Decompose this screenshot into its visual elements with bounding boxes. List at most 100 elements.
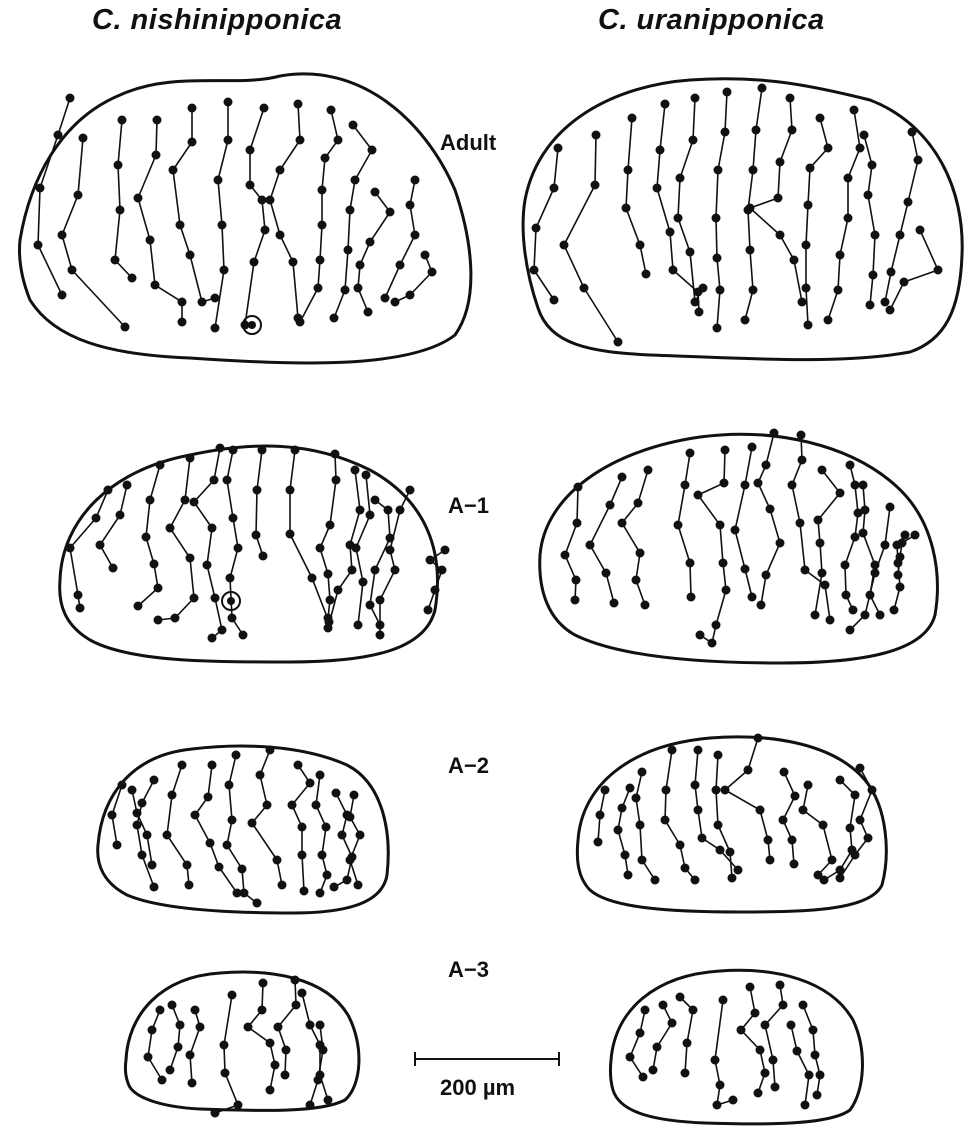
pore-row-line (590, 477, 622, 603)
pore-dot (779, 816, 788, 825)
pore-dot (128, 786, 137, 795)
pore-dot (638, 856, 647, 865)
pore-dot (286, 486, 295, 495)
pore-dot (66, 544, 75, 553)
pore-row-line (630, 1010, 645, 1077)
pore-dot (641, 601, 650, 610)
pore-dot (696, 631, 705, 640)
pore-dot (163, 831, 172, 840)
pore-dot (881, 541, 890, 550)
pore-dot (148, 1026, 157, 1035)
pore-dot (934, 266, 943, 275)
pore-dot (864, 834, 873, 843)
pore-dot (58, 231, 67, 240)
pore-dot (636, 549, 645, 558)
pore-dot (636, 821, 645, 830)
pore-dot (183, 861, 192, 870)
pore-dot (214, 176, 223, 185)
pore-row-line (653, 1005, 672, 1070)
pore-dot (118, 116, 127, 125)
pore-dot (662, 786, 671, 795)
pore-dot (221, 1069, 230, 1078)
pore-row-line (270, 104, 300, 318)
pore-dot (168, 791, 177, 800)
pore-dot (850, 106, 859, 115)
shell-outline-nishinipponica-a2 (92, 735, 397, 920)
pore-dot (788, 836, 797, 845)
pore-dot (571, 596, 580, 605)
pore-dot (366, 601, 375, 610)
pore-dot (719, 996, 728, 1005)
pore-dot (550, 184, 559, 193)
pore-dot (757, 601, 766, 610)
pore-dot (364, 308, 373, 317)
pore-dot (326, 596, 335, 605)
pore-dot (754, 1089, 763, 1098)
pore-dot (156, 461, 165, 470)
pore-row-line (622, 470, 648, 605)
pore-dot (687, 593, 696, 602)
pore-dot (371, 566, 380, 575)
pore-dot (797, 431, 806, 440)
pore-dot (411, 176, 420, 185)
pore-dot (346, 813, 355, 822)
stage-label-a1: A−1 (448, 493, 489, 519)
pore-dot (793, 1047, 802, 1056)
pore-dot (766, 856, 775, 865)
pore-dot (661, 816, 670, 825)
pore-dot (376, 596, 385, 605)
pore-dot (796, 519, 805, 528)
pore-dot (220, 1041, 229, 1050)
pore-row-line (138, 120, 182, 322)
pore-dot (174, 1043, 183, 1052)
pore-dot (618, 519, 627, 528)
pore-dot (601, 786, 610, 795)
pore-dot (191, 811, 200, 820)
pore-dot (289, 258, 298, 267)
pore-dot (366, 511, 375, 520)
pore-dot (215, 863, 224, 872)
pore-dot (908, 128, 917, 137)
pore-row-line (741, 987, 765, 1093)
pore-dot (728, 874, 737, 883)
pore-dot (79, 134, 88, 143)
pore-dot (846, 626, 855, 635)
pore-dot (798, 456, 807, 465)
pore-dot (771, 1083, 780, 1092)
pore-dot (298, 989, 307, 998)
pore-dot (636, 1029, 645, 1038)
pore-dot (354, 881, 363, 890)
pore-dot (689, 1006, 698, 1015)
pore-dot (651, 876, 660, 885)
pore-dot (258, 446, 267, 455)
pore-row-line (215, 995, 238, 1113)
pore-dot (916, 226, 925, 235)
pore-dot (851, 481, 860, 490)
pore-row-line (715, 1000, 733, 1105)
pore-dot (186, 554, 195, 563)
pore-dot (799, 806, 808, 815)
pore-dot (861, 506, 870, 515)
pore-row-line (252, 750, 282, 885)
pore-dot (376, 631, 385, 640)
pore-dot (723, 88, 732, 97)
pore-dot (186, 1051, 195, 1060)
pore-dot (211, 324, 220, 333)
pore-dot (836, 776, 845, 785)
pore-dot (572, 576, 581, 585)
pore-dot (769, 1056, 778, 1065)
pore-dot (628, 114, 637, 123)
pore-dot (695, 308, 704, 317)
pore-dot (644, 466, 653, 475)
pore-row-line (725, 738, 770, 860)
pore-dot (246, 181, 255, 190)
pore-dot (554, 144, 563, 153)
pore-dot (776, 231, 785, 240)
shell-outline-nishinipponica-a3 (120, 965, 365, 1115)
pore-dot (316, 889, 325, 898)
pore-dot (312, 801, 321, 810)
pore-dot (211, 1109, 220, 1118)
pore-dot (176, 1021, 185, 1030)
pore-dot (674, 214, 683, 223)
pore-dot (716, 521, 725, 530)
